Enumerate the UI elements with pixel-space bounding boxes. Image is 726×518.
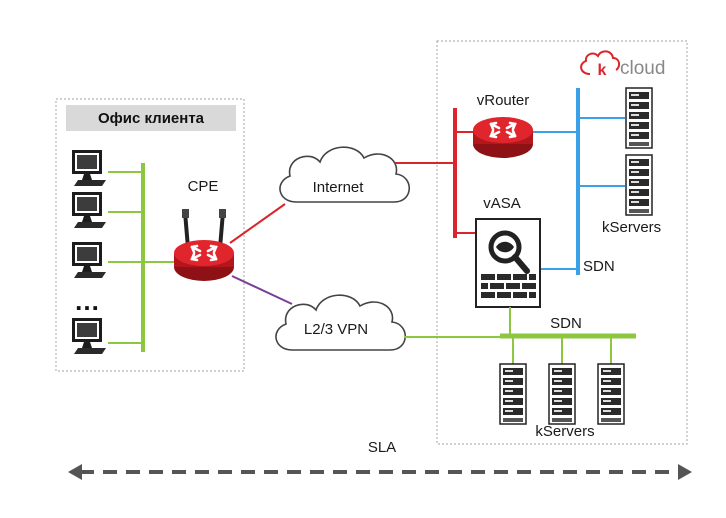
workstation-icon	[72, 150, 106, 186]
kcloud-logo: k cloud	[580, 50, 665, 79]
office-title: Офис клиента	[98, 110, 205, 127]
workstation-icon	[72, 192, 106, 228]
cpe-label: CPE	[188, 178, 219, 195]
sdn-horizontal-links	[512, 336, 612, 364]
kcloud-box	[436, 40, 688, 445]
office-box	[55, 98, 245, 372]
sdn-vertical-links	[533, 117, 625, 270]
kcloud-logo-text: cloud	[620, 58, 665, 79]
vasa-label: vASA	[483, 195, 521, 212]
server-icon	[548, 363, 576, 425]
office-header-bg	[66, 105, 236, 131]
server-icon	[625, 87, 653, 149]
sdn-horizontal-label: SDN	[550, 315, 582, 332]
server-icon	[625, 154, 653, 216]
more-workstations-ellipsis: …	[74, 286, 100, 316]
sdn-vertical-label: SDN	[583, 258, 615, 275]
kservers-bottom-label: kServers	[535, 423, 594, 440]
kcloud-logo-k: k	[598, 62, 607, 79]
cpe-router-icon	[172, 209, 236, 283]
workstation-icon	[72, 242, 106, 278]
server-icon	[499, 363, 527, 425]
sla-arrow-left-head	[68, 464, 82, 480]
server-icon	[597, 363, 625, 425]
sla-arrow-right-head	[678, 464, 692, 480]
office-lan-links	[108, 171, 176, 344]
cpe-vpn-link	[231, 275, 293, 305]
vpn-label: L2/3 VPN	[304, 321, 368, 338]
workstation-icon	[72, 318, 106, 354]
cpe-internet-link	[229, 203, 286, 244]
internet-label: Internet	[313, 179, 365, 196]
kservers-top-label: kServers	[602, 219, 661, 236]
sla-label: SLA	[368, 439, 396, 456]
vrouter-label: vRouter	[477, 92, 530, 109]
vrouter-icon	[471, 115, 535, 160]
vasa-firewall-icon	[475, 218, 541, 308]
